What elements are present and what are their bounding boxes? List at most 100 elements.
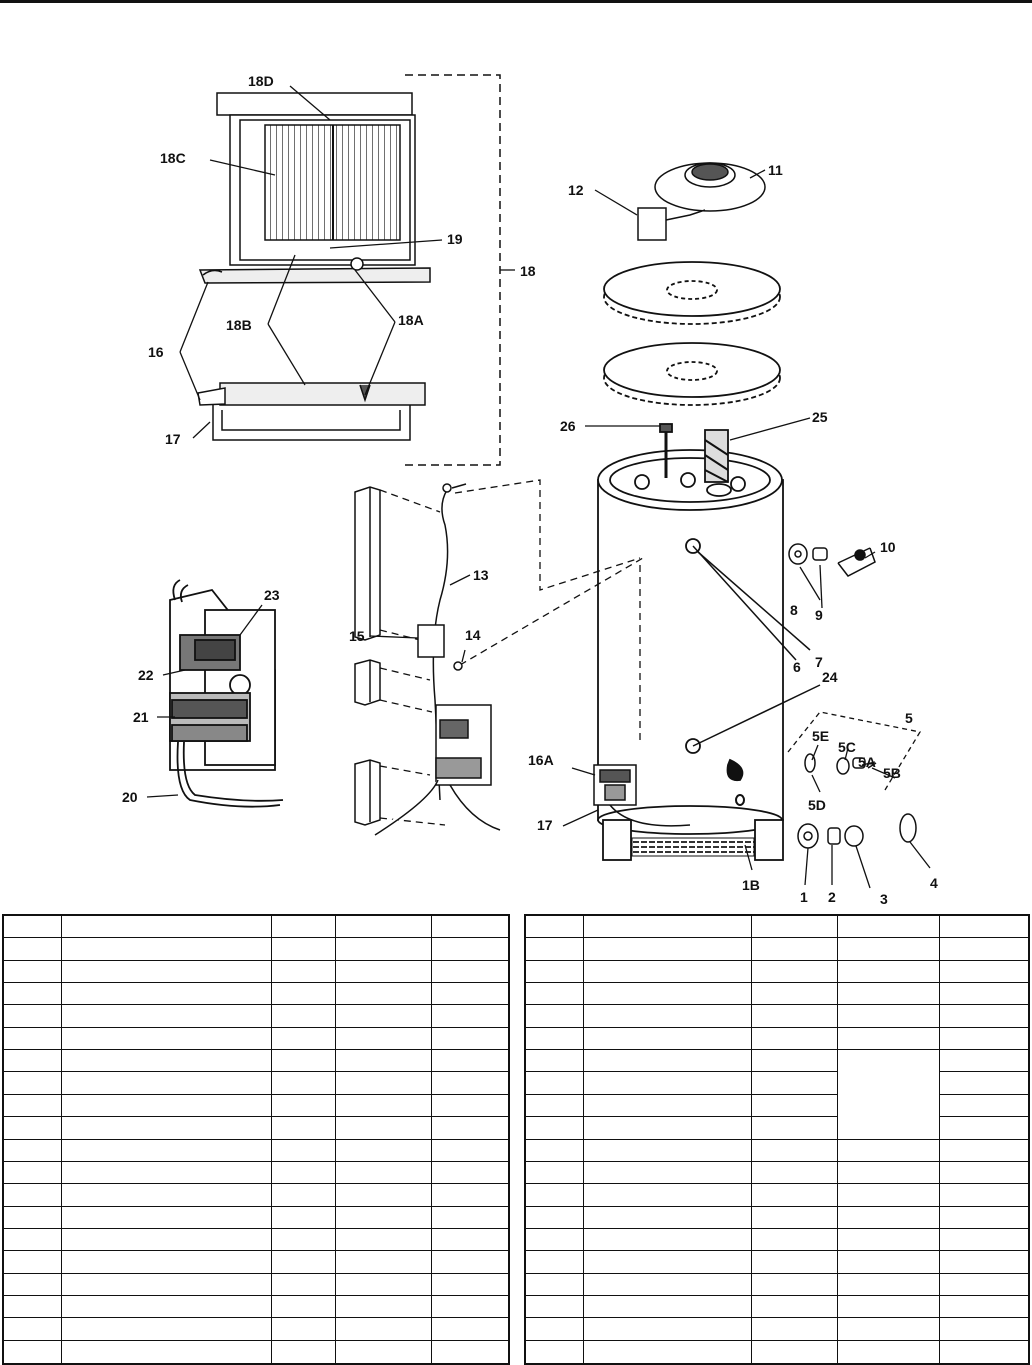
table-cell — [940, 1207, 1028, 1229]
callout-25: 25 — [812, 409, 828, 425]
table-cell — [526, 1228, 584, 1252]
fittings — [788, 543, 917, 849]
table-cell — [336, 916, 432, 939]
table-cell — [272, 1318, 336, 1341]
table-cell — [272, 1228, 336, 1252]
callout-5: 5 — [905, 710, 913, 726]
table-cell — [940, 1117, 1028, 1140]
table-cell — [432, 1229, 508, 1252]
table-cell — [62, 1340, 272, 1363]
table-cell — [4, 1295, 62, 1319]
callout-16a: 16A — [528, 752, 554, 768]
callout-24: 24 — [822, 669, 838, 685]
table-cell — [432, 1140, 508, 1162]
callout-12: 12 — [568, 182, 584, 198]
table-cell — [584, 1027, 752, 1051]
table-cell — [4, 1206, 62, 1229]
table-cell — [272, 1161, 336, 1185]
table-cell — [62, 983, 272, 1006]
table-cell — [4, 1251, 62, 1274]
table-cell — [272, 1050, 336, 1073]
table-cell — [4, 1094, 62, 1118]
table-cell — [336, 1005, 432, 1028]
table-cell — [336, 960, 432, 984]
table-cell — [838, 960, 940, 984]
channel-pieces — [354, 486, 381, 826]
table-cell — [432, 1005, 508, 1028]
table-cell — [752, 938, 838, 961]
callout-18a: 18A — [398, 312, 424, 328]
table-cell — [432, 1117, 508, 1140]
table-cell — [62, 960, 272, 984]
callout-23: 23 — [264, 587, 280, 603]
table-cell — [432, 938, 508, 961]
table-cell — [526, 1005, 584, 1028]
table-cell — [838, 1251, 940, 1274]
table-cell — [752, 1094, 838, 1118]
table-cell — [336, 1027, 432, 1051]
table-cell — [940, 1251, 1028, 1274]
callout-18d: 18D — [248, 73, 274, 89]
parts-table-left — [2, 914, 510, 1365]
table-cell — [432, 1050, 508, 1073]
dip-tube-lines — [692, 545, 821, 747]
table-cell — [584, 1117, 752, 1140]
table-cell — [584, 1340, 752, 1363]
table-cell — [838, 1228, 940, 1252]
table-cell — [526, 1161, 584, 1185]
table-cell — [584, 1206, 752, 1229]
table-cell — [4, 1139, 62, 1162]
table-cell — [62, 938, 272, 961]
table-cell — [4, 1184, 62, 1207]
table-cell — [584, 1005, 752, 1028]
table-cell — [526, 1340, 584, 1363]
callout-1: 1 — [800, 889, 808, 905]
table-cell — [272, 960, 336, 984]
table-cell — [336, 1318, 432, 1341]
table-cell — [838, 983, 940, 1006]
table-cell — [62, 1117, 272, 1140]
table-cell — [526, 1094, 584, 1118]
callout-2: 2 — [828, 889, 836, 905]
table-cell — [432, 1274, 508, 1296]
table-cell — [4, 1027, 62, 1051]
burner-assembly — [198, 92, 431, 284]
table-cell — [752, 1206, 838, 1229]
table-cell — [526, 1027, 584, 1051]
table-cell — [4, 1318, 62, 1341]
table-cell — [62, 1206, 272, 1229]
table-cell — [940, 1140, 1028, 1162]
table-cell — [272, 983, 336, 1006]
table-cell — [4, 1228, 62, 1252]
table-cell — [940, 961, 1028, 984]
table-cell — [584, 1251, 752, 1274]
callout-13: 13 — [473, 567, 489, 583]
table-cell — [62, 1184, 272, 1207]
callout-4: 4 — [930, 875, 938, 891]
table-cell — [62, 1318, 272, 1341]
table-cell — [526, 938, 584, 961]
table-cell — [62, 1295, 272, 1319]
table-cell — [940, 1050, 1028, 1073]
table-cell — [940, 938, 1028, 961]
table-cell — [432, 1296, 508, 1319]
table-cell — [526, 983, 584, 1006]
table-cell — [336, 1184, 432, 1207]
table-cell — [526, 1206, 584, 1229]
table-cell — [432, 983, 508, 1006]
table-cell — [432, 1095, 508, 1118]
table-cell — [272, 1139, 336, 1162]
table-cell — [272, 1184, 336, 1207]
table-cell — [752, 1340, 838, 1363]
table-cell — [272, 1340, 336, 1363]
table-cell — [336, 1050, 432, 1073]
table-cell — [4, 938, 62, 961]
table-cell — [432, 1028, 508, 1051]
table-cell — [752, 960, 838, 984]
table-cell — [752, 1005, 838, 1028]
callout-18c: 18C — [160, 150, 186, 166]
table-cell — [336, 1295, 432, 1319]
table-cell — [432, 1318, 508, 1341]
callout-5b: 5B — [883, 765, 901, 781]
callout-1b: 1B — [742, 877, 760, 893]
